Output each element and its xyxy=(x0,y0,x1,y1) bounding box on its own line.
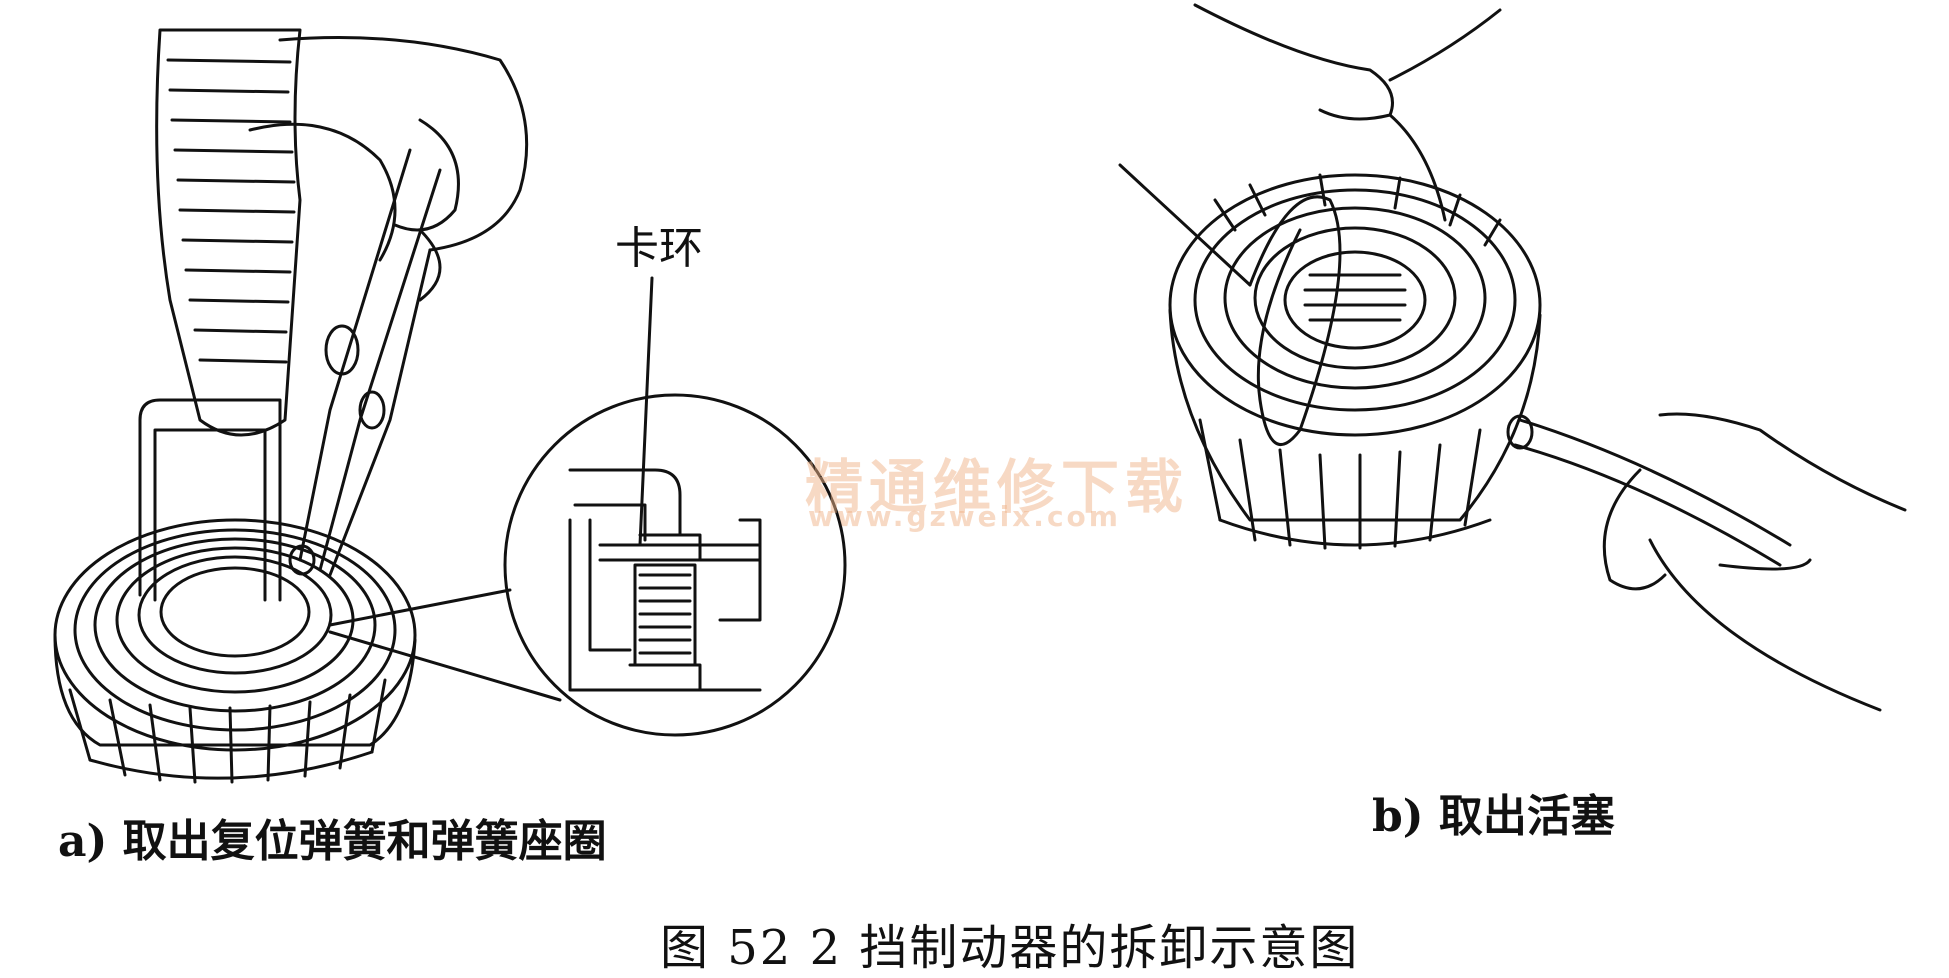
callout-leader xyxy=(638,276,654,547)
snap-ring-pliers xyxy=(288,148,442,577)
wire-tool xyxy=(1118,163,1252,287)
caption-panel-a: a) 取出复位弹簧和弹簧座圈 xyxy=(58,816,607,867)
hand-b-upper xyxy=(1193,3,1502,222)
panel-a-drawing xyxy=(53,28,847,784)
forearm-sleeve xyxy=(155,28,302,437)
figure-caption: 图 52 2 挡制动器的拆卸示意图 xyxy=(660,920,1360,976)
hand-b-lower xyxy=(1602,412,1907,712)
panel-b-drawing xyxy=(1118,3,1907,712)
wire-loop xyxy=(1248,195,1342,446)
magnifier-leaders xyxy=(328,588,562,702)
caption-panel-b: b) 取出活塞 xyxy=(1372,791,1615,842)
watermark-text: 精通维修下载 xyxy=(805,453,1190,521)
hand-a xyxy=(248,36,529,302)
callout-snap-ring: 卡环 xyxy=(615,223,703,274)
piston xyxy=(1168,173,1542,550)
detail-spring xyxy=(633,563,697,667)
screwdriver xyxy=(1506,414,1792,567)
detail-circle xyxy=(503,393,847,737)
watermark-url: www.gzweix.com xyxy=(808,500,1121,533)
compressor-tool xyxy=(138,398,282,602)
brake-drum xyxy=(53,518,417,784)
